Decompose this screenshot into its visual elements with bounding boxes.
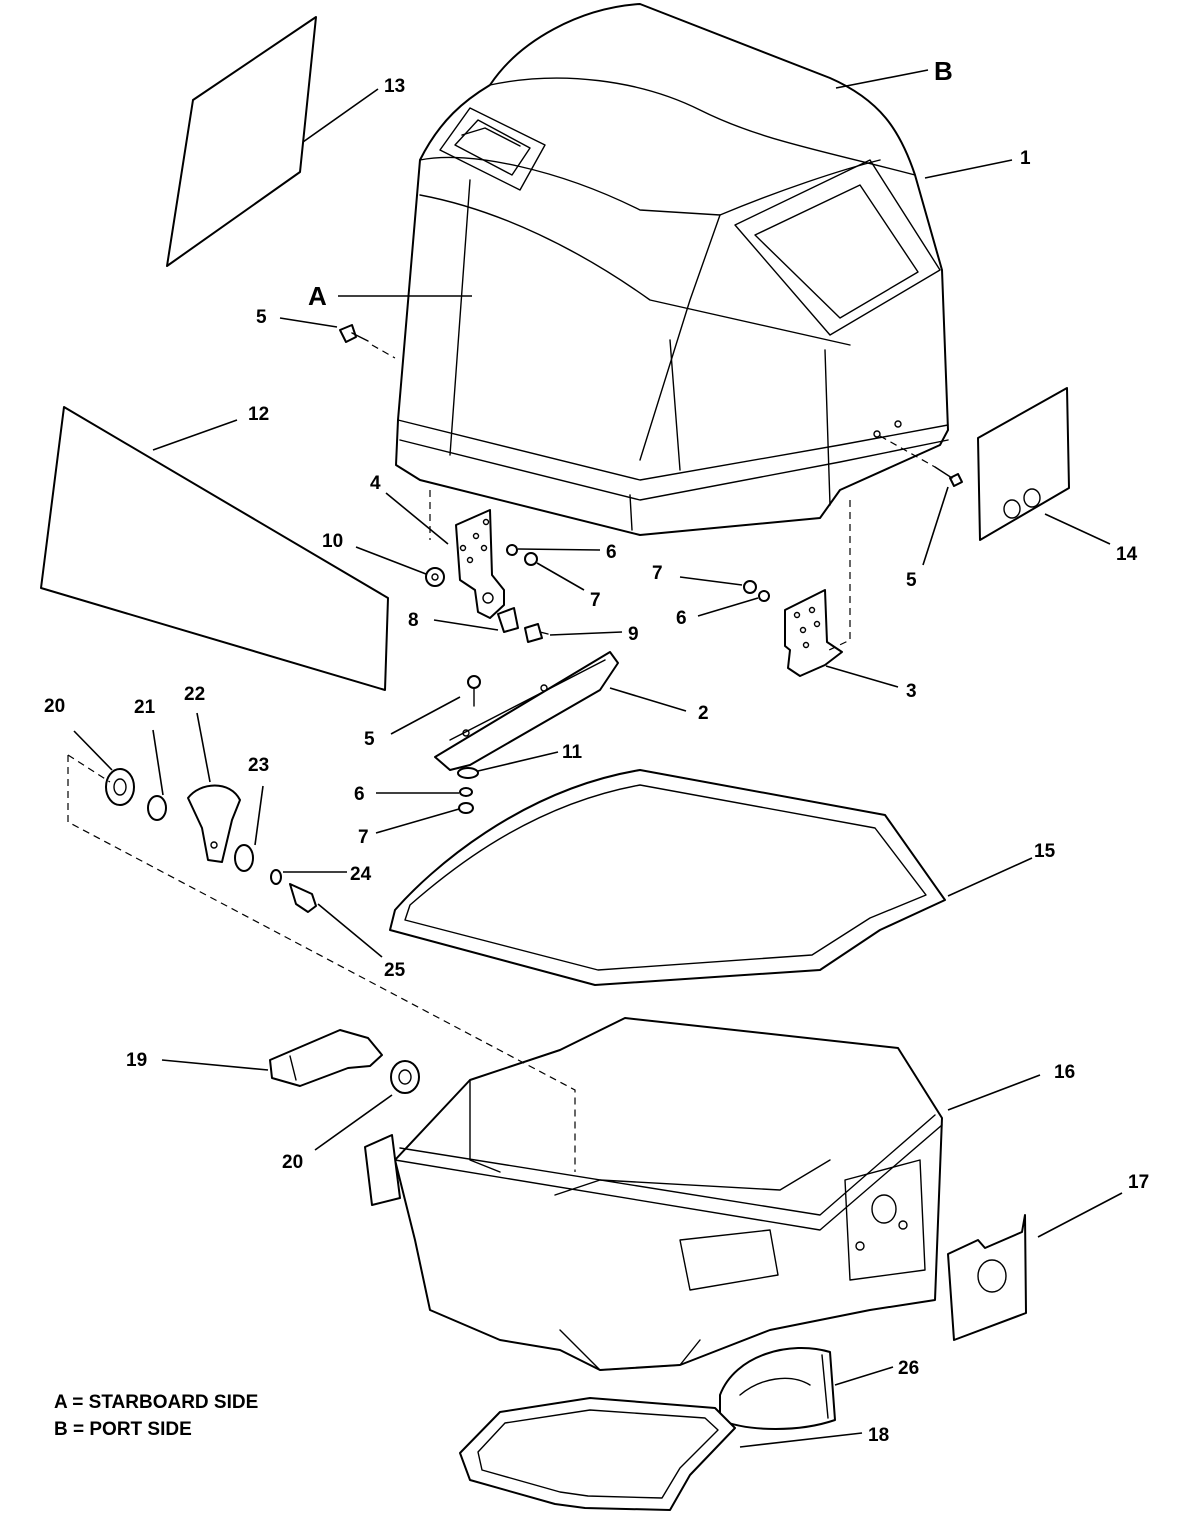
callout-6-right: 6 bbox=[676, 608, 687, 629]
phantom-lines bbox=[67, 344, 936, 1172]
seal-15 bbox=[389, 769, 946, 986]
callout-14: 14 bbox=[1116, 544, 1138, 565]
top-cowl bbox=[395, 3, 949, 536]
decal-14 bbox=[977, 387, 1070, 541]
bracket-3 bbox=[784, 589, 843, 677]
leader-lines bbox=[73, 69, 1123, 1448]
decal-12 bbox=[40, 406, 389, 691]
latch-lever-2 bbox=[434, 651, 619, 771]
callout-19: 19 bbox=[126, 1050, 147, 1071]
callout-5-lever: 5 bbox=[364, 729, 375, 750]
callout-13: 13 bbox=[384, 76, 405, 97]
gasket-18 bbox=[459, 1397, 736, 1511]
callout-3: 3 bbox=[906, 681, 917, 702]
callout-20-lower: 20 bbox=[282, 1152, 303, 1173]
bracket-4 bbox=[455, 509, 505, 619]
callout-7-upper: 7 bbox=[590, 590, 601, 611]
callout-1: 1 bbox=[1020, 148, 1031, 169]
callout-labels: 13 B 1 A 5 12 4 10 6 7 5 14 7 6 8 9 3 2 … bbox=[44, 56, 1149, 1446]
latch-handle-19 bbox=[269, 1029, 383, 1087]
decal-13 bbox=[166, 16, 317, 267]
callout-15: 15 bbox=[1034, 841, 1056, 862]
grommet-26 bbox=[719, 1347, 836, 1430]
callout-B: B bbox=[934, 56, 953, 86]
callout-24: 24 bbox=[350, 864, 372, 885]
callout-7-right: 7 bbox=[652, 563, 663, 584]
legend-port: B = PORT SIDE bbox=[54, 1419, 192, 1440]
callout-6-lower: 6 bbox=[354, 784, 365, 805]
callout-6-upper: 6 bbox=[606, 542, 617, 563]
callout-17: 17 bbox=[1128, 1172, 1149, 1193]
callout-12: 12 bbox=[248, 404, 269, 425]
callout-25: 25 bbox=[384, 960, 406, 981]
callout-26: 26 bbox=[898, 1358, 919, 1379]
bottom-cowl bbox=[364, 1017, 943, 1371]
callout-22: 22 bbox=[184, 684, 205, 705]
callout-21: 21 bbox=[134, 697, 156, 718]
callout-7-lower: 7 bbox=[358, 827, 369, 848]
callout-4: 4 bbox=[370, 473, 381, 494]
hardware-group bbox=[105, 324, 963, 1094]
callout-10: 10 bbox=[322, 531, 343, 552]
legend-starboard: A = STARBOARD SIDE bbox=[54, 1392, 259, 1413]
callout-18: 18 bbox=[868, 1425, 889, 1446]
callout-A: A bbox=[308, 281, 327, 311]
callout-16: 16 bbox=[1054, 1062, 1075, 1083]
callout-20-upper: 20 bbox=[44, 696, 65, 717]
callout-2: 2 bbox=[698, 703, 709, 724]
callout-11: 11 bbox=[562, 742, 583, 763]
callout-5-top: 5 bbox=[256, 307, 267, 328]
callout-23: 23 bbox=[248, 755, 269, 776]
callout-9: 9 bbox=[628, 624, 639, 645]
grommet-plate-17 bbox=[947, 1214, 1027, 1341]
callout-8: 8 bbox=[408, 610, 419, 631]
side-legend: A = STARBOARD SIDE B = PORT SIDE bbox=[54, 1389, 258, 1443]
callout-5-right: 5 bbox=[906, 570, 917, 591]
